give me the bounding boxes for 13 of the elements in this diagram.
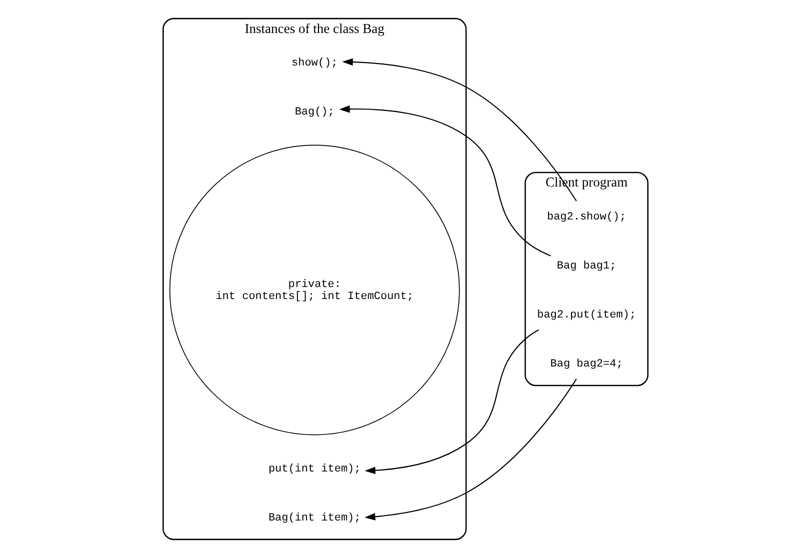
node-text: Bag bag1; (556, 260, 616, 272)
node-text: Bag bag2=4; (550, 358, 623, 370)
node-text: put(int item); (268, 463, 361, 476)
arrow (339, 105, 552, 256)
arrow (364, 378, 577, 520)
node-text: Bag(int item); (268, 512, 361, 524)
arrow (342, 58, 577, 202)
node-text: bag2.show(); (546, 211, 626, 224)
node-circle: private: int contents[]; int ItemCount; (169, 144, 460, 436)
node-text: bag2.put(item); (537, 309, 636, 322)
arrow (364, 329, 539, 474)
node-text: show(); (292, 57, 338, 70)
node-text: Bag(); (294, 106, 334, 118)
